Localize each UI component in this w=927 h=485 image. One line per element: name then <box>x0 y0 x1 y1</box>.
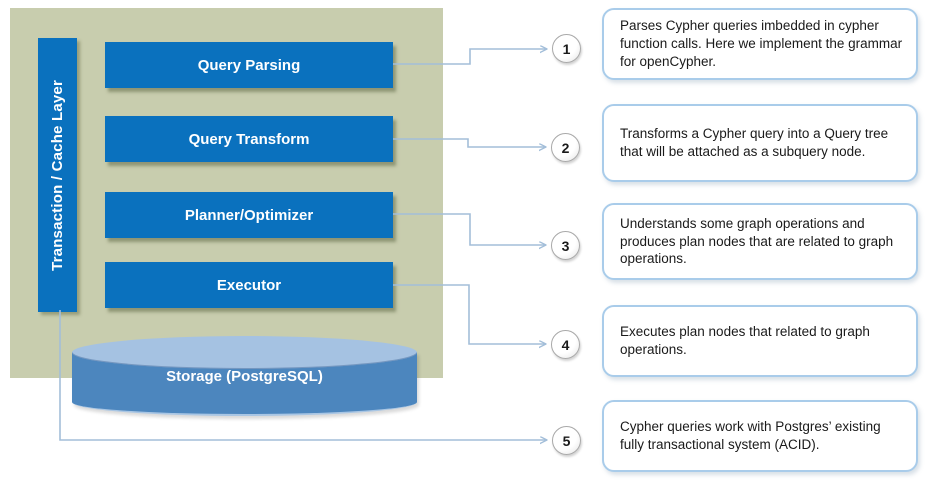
layer-label: Executor <box>216 276 282 294</box>
step-badge-1: 1 <box>552 34 581 63</box>
step-badge-3: 3 <box>551 231 580 260</box>
layer-label: Planner/Optimizer <box>184 206 314 224</box>
transaction-cache-layer-bar: Transaction / Cache Layer <box>38 38 77 312</box>
callout-transaction: Cypher queries work with Postgres’ exist… <box>602 400 918 472</box>
layer-box-query-parsing: Query Parsing <box>105 42 393 88</box>
step-number: 2 <box>561 139 570 156</box>
storage-cylinder-top <box>72 336 417 369</box>
storage-label: Storage (PostgreSQL) <box>166 368 323 385</box>
callout-query-transform: Transforms a Cypher query into a Query t… <box>602 104 918 182</box>
step-number: 1 <box>562 40 571 57</box>
callout-query-parsing: Parses Cypher queries imbedded in cypher… <box>602 8 918 80</box>
callout-text: Parses Cypher queries imbedded in cypher… <box>620 18 903 69</box>
step-badge-5: 5 <box>552 426 581 455</box>
layer-box-planner-optimizer: Planner/Optimizer <box>105 192 393 238</box>
layer-box-query-transform: Query Transform <box>105 116 393 162</box>
step-number: 3 <box>561 237 570 254</box>
callout-text: Transforms a Cypher query into a Query t… <box>620 126 889 159</box>
step-number: 4 <box>561 336 570 353</box>
callout-planner-optimizer: Understands some graph operations and pr… <box>602 203 918 280</box>
step-number: 5 <box>562 432 571 449</box>
step-badge-4: 4 <box>551 330 580 359</box>
transaction-cache-layer-label: Transaction / Cache Layer <box>49 79 66 271</box>
step-badge-2: 2 <box>551 133 580 162</box>
callout-text: Understands some graph operations and pr… <box>620 215 894 267</box>
callout-executor: Executes plan nodes that related to grap… <box>602 305 918 377</box>
layer-label: Query Parsing <box>197 56 301 74</box>
callout-text: Executes plan nodes that related to grap… <box>620 324 870 357</box>
callout-text: Cypher queries work with Postgres’ exist… <box>620 419 881 452</box>
layer-box-executor: Executor <box>105 262 393 308</box>
layer-label: Query Transform <box>188 130 310 148</box>
